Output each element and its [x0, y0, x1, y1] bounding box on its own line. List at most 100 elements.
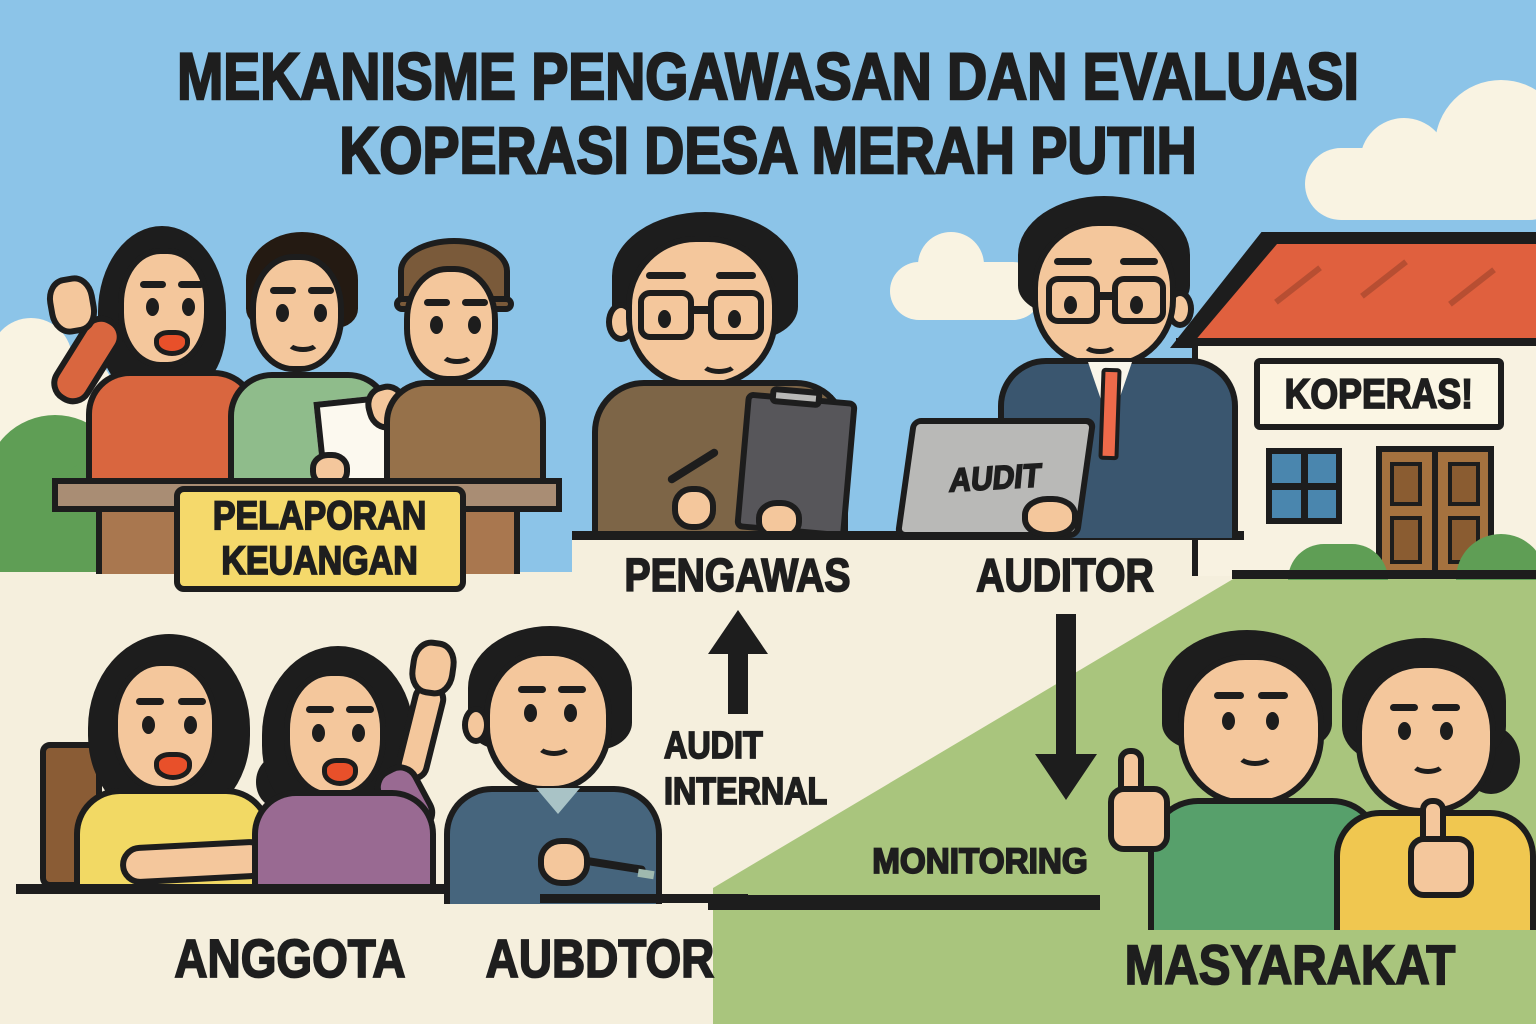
pengawas-label: PENGAWAS — [624, 548, 851, 602]
audit-internal-arrow-head — [708, 610, 768, 654]
auditor-hand — [1022, 496, 1078, 538]
building-eave — [1176, 338, 1536, 348]
anggota-label: ANGGOTA — [174, 928, 407, 990]
auditor-brow — [1054, 258, 1092, 265]
pengawas-glasses-right — [708, 290, 764, 340]
anggota2-brow — [346, 706, 374, 713]
member3-eye — [468, 316, 481, 334]
audit-internal-arrow-shaft — [728, 650, 748, 714]
aubdtor-brow — [518, 686, 546, 693]
aubdtor-eye — [524, 704, 537, 722]
building-baseline — [1232, 570, 1536, 579]
member2-eye — [314, 304, 327, 322]
pengawas-eye — [728, 310, 741, 328]
auditor-label: AUDITOR — [976, 548, 1155, 602]
auditor-smile — [1082, 334, 1118, 354]
member2-brow — [308, 287, 334, 294]
ground-strip — [572, 538, 1244, 578]
anggota2-eye — [312, 724, 325, 742]
auditor-eye — [1064, 296, 1077, 314]
pengawas-brow — [646, 272, 686, 279]
member3-shirt — [384, 380, 546, 482]
pelaporan-keuangan-sign: PELAPORAN KEUANGAN — [174, 486, 466, 592]
pengawas-glasses-bridge — [690, 306, 712, 314]
masyarakat2-smile — [1410, 752, 1446, 774]
aubdtor-eye — [564, 704, 577, 722]
auditor-brow — [1120, 258, 1158, 265]
auditor-glasses-right — [1112, 276, 1166, 324]
masyarakat2-brow — [1390, 704, 1418, 711]
audit-internal-caption: AUDIT INTERNAL — [663, 724, 856, 815]
auditor-eye — [1130, 296, 1143, 314]
auditor-glasses-bridge — [1096, 292, 1116, 300]
cloud-right-puff-big — [1435, 80, 1536, 212]
anggota2-shirt — [252, 790, 436, 886]
masyarakat-label: MASYARAKAT — [1124, 932, 1456, 997]
anggota1-brow — [178, 698, 206, 705]
pengawas-eye — [658, 310, 671, 328]
pelaporan-sign-line2: KEUANGAN — [221, 538, 419, 584]
member1-mouth — [154, 330, 190, 356]
monitoring-line — [708, 895, 1100, 910]
audit-internal-line2: INTERNAL — [663, 770, 828, 814]
title-line-2: KOPERASI DESA MERAH PUTIH — [338, 112, 1197, 188]
masyarakat1-eye — [1266, 712, 1279, 730]
anggota2-eye — [352, 724, 365, 742]
member1-brow — [140, 281, 166, 288]
monitoring-label: MONITORING — [871, 841, 1088, 882]
koperasi-sign-text: KOPERAS! — [1284, 369, 1474, 418]
member1-eye — [182, 298, 195, 316]
anggota1-eye — [184, 716, 197, 734]
door-panel — [1390, 516, 1422, 564]
aubdtor-hand — [538, 838, 590, 886]
masyarakat1-smile — [1236, 742, 1274, 766]
member1-eye — [146, 298, 159, 316]
masyarakat1-eye — [1222, 712, 1235, 730]
anggota1-brow — [136, 698, 164, 705]
masyarakat1-brow — [1214, 692, 1244, 699]
pengawas-glasses-left — [638, 290, 694, 340]
aubdtor-smile — [536, 734, 572, 756]
monitoring-arrow-shaft — [1056, 614, 1076, 756]
masyarakat1-fist — [1108, 786, 1170, 852]
masyarakat2-eye — [1398, 722, 1411, 740]
anggota2-mouth — [322, 758, 358, 786]
member2-brow — [270, 287, 296, 294]
member1-brow — [178, 281, 204, 288]
window-mullion-horizontal — [1272, 483, 1336, 490]
pengawas-brow — [716, 272, 756, 279]
member2-smile — [286, 332, 320, 352]
anggota1-mouth — [154, 752, 192, 780]
member2-eye — [276, 304, 289, 322]
aubdtor-table-line — [540, 894, 748, 903]
door-divider — [1432, 452, 1438, 572]
audit-internal-line1: AUDIT — [663, 724, 763, 768]
door-panel — [1448, 462, 1480, 506]
anggota1-eye — [142, 716, 155, 734]
member3-brow — [462, 299, 488, 306]
pengawas-smile — [700, 352, 738, 374]
koperasi-signboard: KOPERAS! — [1254, 358, 1504, 430]
auditor-tie — [1098, 367, 1122, 461]
pengawas-hand-left — [672, 486, 716, 530]
member2-face — [250, 254, 344, 372]
pelaporan-sign-line1: PELAPORAN — [212, 493, 427, 539]
aubdtor-face — [484, 650, 612, 792]
aubdtor-brow — [558, 686, 586, 693]
cloud-right-puff-small — [1360, 118, 1448, 206]
masyarakat2-face — [1356, 662, 1496, 814]
masyarakat1-brow — [1258, 692, 1288, 699]
anggota2-brow — [306, 706, 334, 713]
monitoring-arrow-head — [1035, 754, 1097, 800]
member3-eye — [430, 316, 443, 334]
laptop-audit-text: AUDIT — [947, 456, 1044, 500]
member3-face — [404, 266, 498, 382]
door-panel — [1390, 462, 1422, 506]
anggota-table-line — [16, 884, 550, 894]
building-door — [1376, 446, 1494, 578]
aubdtor-label: AUBDTOR — [485, 928, 715, 990]
member3-smile — [440, 344, 474, 364]
masyarakat2-fist — [1408, 836, 1474, 898]
masyarakat2-brow — [1432, 704, 1460, 711]
